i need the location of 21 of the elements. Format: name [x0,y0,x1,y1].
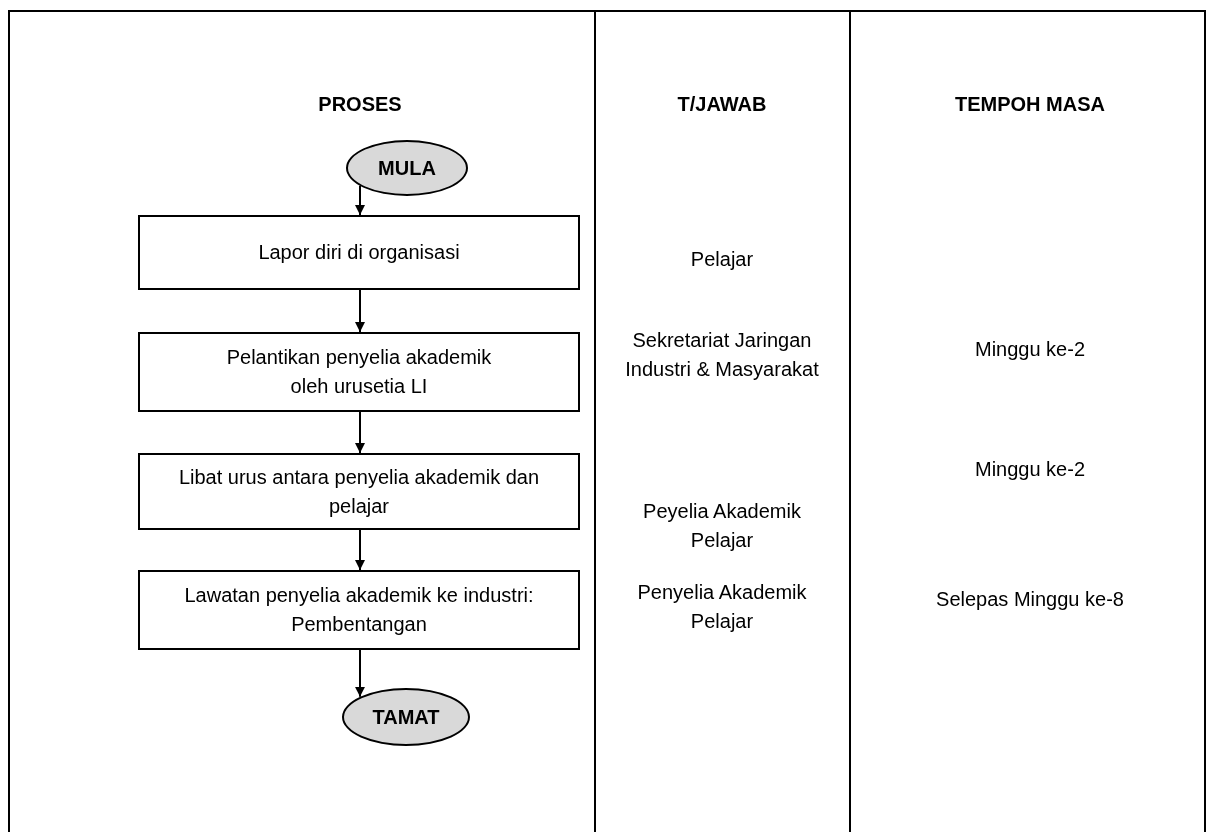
column-header: PROSES [317,92,403,117]
column-header: TEMPOH MASA [954,92,1106,117]
arrow [355,184,365,216]
table-cell-text: Peyelia Akademik Pelajar [642,499,802,553]
table-cell-text: Pelajar [689,247,755,272]
table-cell-text: Minggu ke-2 [973,457,1087,482]
arrow [355,529,365,571]
arrow [355,649,365,698]
process-box: Lapor diri di organisasi [138,215,580,290]
arrow [355,411,365,454]
table-cell-text: Minggu ke-2 [973,337,1087,362]
column-header: T/JAWAB [676,92,768,117]
end-terminal: TAMAT [342,688,470,746]
process-box: Libat urus antara penyelia akademik dan pelajar [138,453,580,530]
table-cell-text: Selepas Minggu ke-8 [935,587,1125,612]
table-cell-text: Penyelia Akademik Pelajar [636,580,808,634]
table-cell-text: Sekretariat Jaringan Industri & Masyarakat [624,328,820,382]
start-terminal: MULA [346,140,468,196]
arrow [355,289,365,333]
process-box: Pelantikan penyelia akademik oleh urusetia LI [138,332,580,412]
process-box: Lawatan penyelia akademik ke industri: Pembentangan [138,570,580,650]
